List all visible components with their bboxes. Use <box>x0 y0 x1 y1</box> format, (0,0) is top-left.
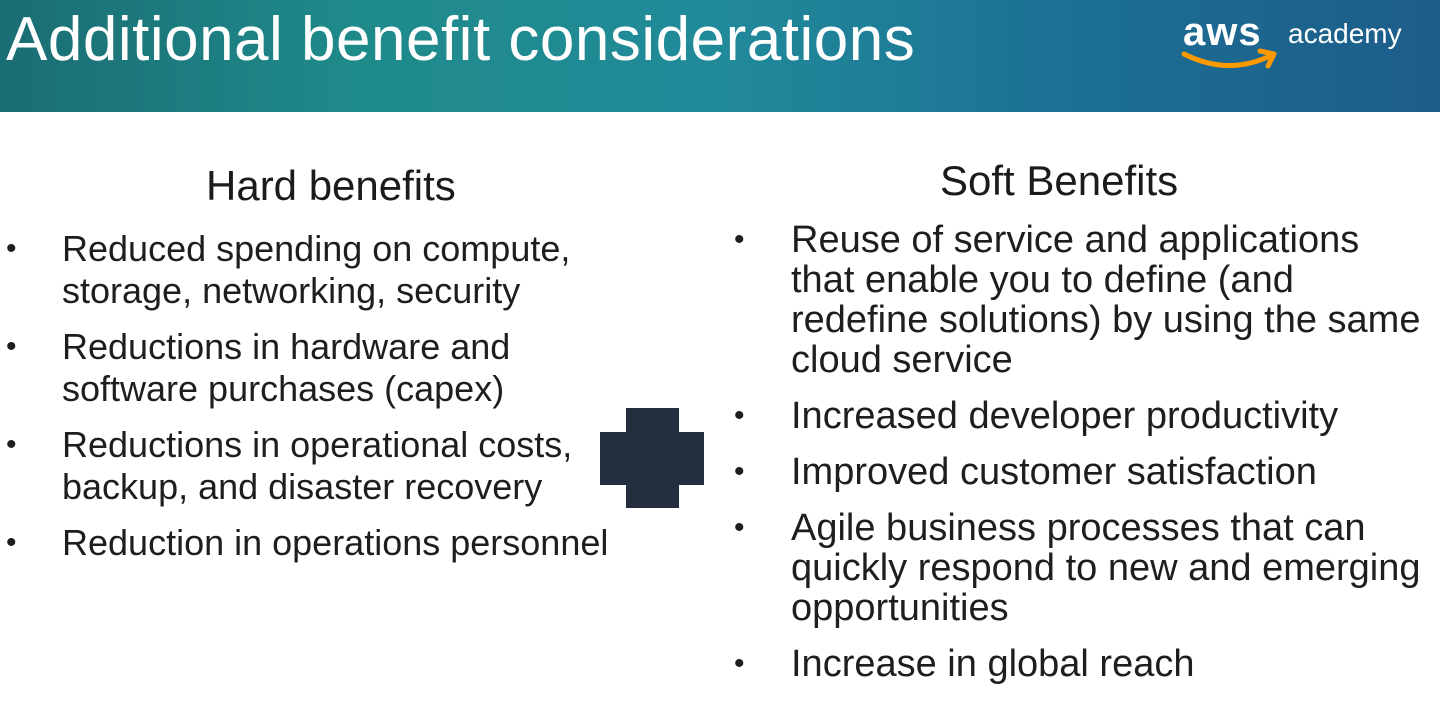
soft-benefit-item: • Agile business processes that can quic… <box>730 508 1430 628</box>
title-banner: Additional benefit considerations aws ac… <box>0 0 1440 112</box>
hard-benefit-item: • Reductions in operational costs, backu… <box>0 424 640 508</box>
bullet-icon: • <box>734 455 745 488</box>
hard-benefit-label: Reduction in operations personnel <box>62 522 609 563</box>
soft-benefit-item: • Increase in global reach <box>730 644 1430 684</box>
hard-benefit-item: • Reduction in operations personnel <box>0 522 640 564</box>
plus-horizontal-bar <box>600 432 704 485</box>
hard-benefit-label: Reductions in operational costs, backup,… <box>62 424 573 507</box>
soft-benefit-label: Increased developer productivity <box>791 395 1339 437</box>
bullet-icon: • <box>734 223 745 256</box>
logo-academy-text: academy <box>1288 18 1402 49</box>
bullet-icon: • <box>734 511 745 544</box>
hard-benefit-label: Reduced spending on compute, storage, ne… <box>62 228 571 311</box>
hard-benefit-label: Reductions in hardware and software purc… <box>62 326 511 409</box>
soft-benefit-item: • Improved customer satisfaction <box>730 452 1430 492</box>
plus-icon <box>600 408 704 508</box>
soft-benefit-label: Agile business processes that can quickl… <box>791 507 1421 629</box>
aws-smile-icon <box>1181 48 1277 69</box>
bullet-icon: • <box>6 232 17 265</box>
logo-aws-text: aws <box>1183 10 1262 54</box>
soft-benefit-label: Improved customer satisfaction <box>791 451 1317 493</box>
hard-benefit-item: • Reductions in hardware and software pu… <box>0 326 640 410</box>
soft-benefit-label: Increase in global reach <box>791 643 1195 685</box>
soft-benefit-item: • Reuse of service and applications that… <box>730 220 1430 380</box>
bullet-icon: • <box>6 526 17 559</box>
bullet-icon: • <box>734 647 745 680</box>
bullet-icon: • <box>6 330 17 363</box>
bullet-icon: • <box>6 428 17 461</box>
soft-benefit-item: • Increased developer productivity <box>730 396 1430 436</box>
hard-benefits-list: • Reduced spending on compute, storage, … <box>0 228 640 578</box>
soft-benefits-list: • Reuse of service and applications that… <box>730 220 1430 700</box>
soft-benefits-heading: Soft Benefits <box>940 157 1179 204</box>
bullet-icon: • <box>734 399 745 432</box>
hard-benefit-item: • Reduced spending on compute, storage, … <box>0 228 640 312</box>
slide-title: Additional benefit considerations <box>6 5 916 74</box>
hard-benefits-heading: Hard benefits <box>206 162 456 209</box>
aws-academy-logo: aws academy <box>1180 10 1420 80</box>
soft-benefit-label: Reuse of service and applications that e… <box>791 219 1421 381</box>
